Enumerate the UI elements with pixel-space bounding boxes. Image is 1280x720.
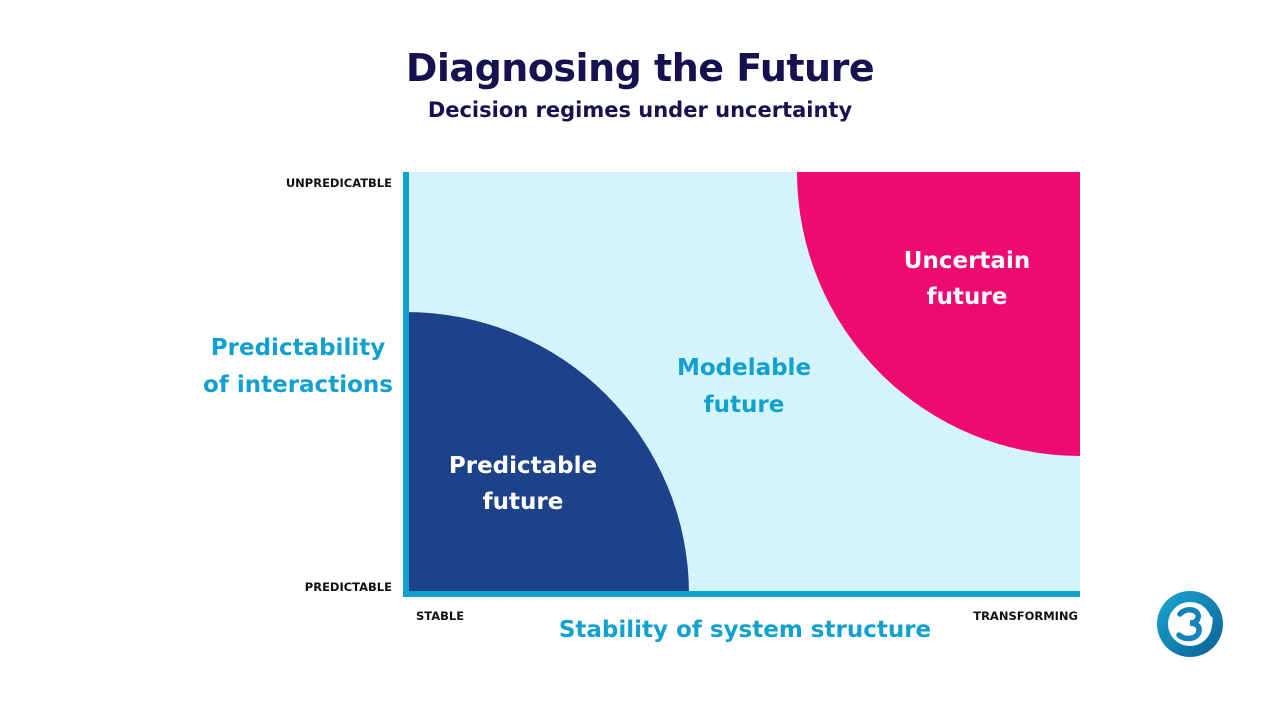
y-axis-title-line1: Predictability — [210, 335, 386, 361]
x-axis-left-label: STABLE — [416, 609, 464, 623]
page-title: Diagnosing the Future — [405, 46, 875, 90]
brand-logo-icon — [1157, 591, 1223, 657]
predictable-label-line1: Predictable — [449, 453, 597, 479]
uncertain-label-line1: Uncertain — [904, 248, 1030, 274]
x-axis-title: Stability of system structure — [558, 617, 932, 643]
uncertain-label-line2: future — [927, 284, 1008, 310]
modelable-label-line1: Modelable — [677, 355, 811, 381]
y-axis-title-line2: of interactions — [203, 372, 393, 398]
predictable-region — [406, 312, 689, 594]
modelable-label-line2: future — [704, 392, 785, 418]
uncertain-region — [797, 172, 1080, 456]
y-axis-bottom-label: PREDICTABLE — [305, 580, 392, 594]
y-axis-title: Predictability of interactions — [196, 330, 400, 404]
y-axis-top-label: UNPREDICATBLE — [286, 176, 392, 190]
page-subtitle: Decision regimes under uncertainty — [427, 98, 853, 122]
predictable-label-line2: future — [483, 489, 564, 515]
x-axis-right-label: TRANSFORMING — [973, 609, 1078, 623]
